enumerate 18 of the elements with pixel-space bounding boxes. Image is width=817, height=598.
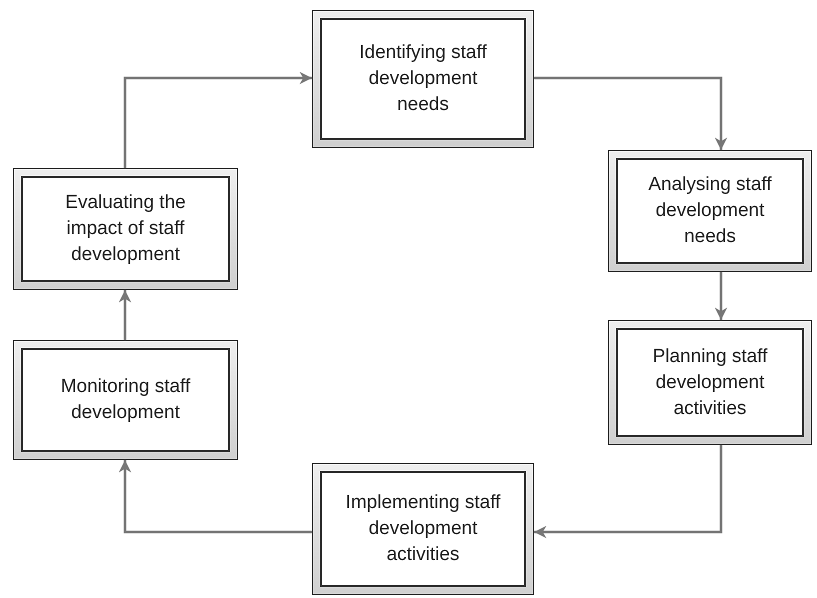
arrow <box>124 72 312 168</box>
process-box <box>608 320 812 445</box>
box-label: Analysing staff development needs <box>647 173 773 249</box>
arrow <box>118 290 132 340</box>
process-box <box>608 150 812 272</box>
process-box <box>13 168 238 290</box>
process-box <box>312 463 534 595</box>
arrow <box>534 76 728 150</box>
box-label: Planning staff development activities <box>652 344 768 420</box>
arrow <box>534 445 722 538</box>
process-box <box>13 340 238 460</box>
box-label: Implementing staff development activities <box>344 491 502 567</box>
process-box <box>312 10 534 148</box>
box-label: Monitoring staff development <box>60 375 192 425</box>
box-label: Identifying staff development needs <box>358 41 488 117</box>
arrow <box>118 460 312 534</box>
arrow <box>714 272 728 320</box>
box-label: Evaluating the impact of staff development <box>64 191 187 267</box>
